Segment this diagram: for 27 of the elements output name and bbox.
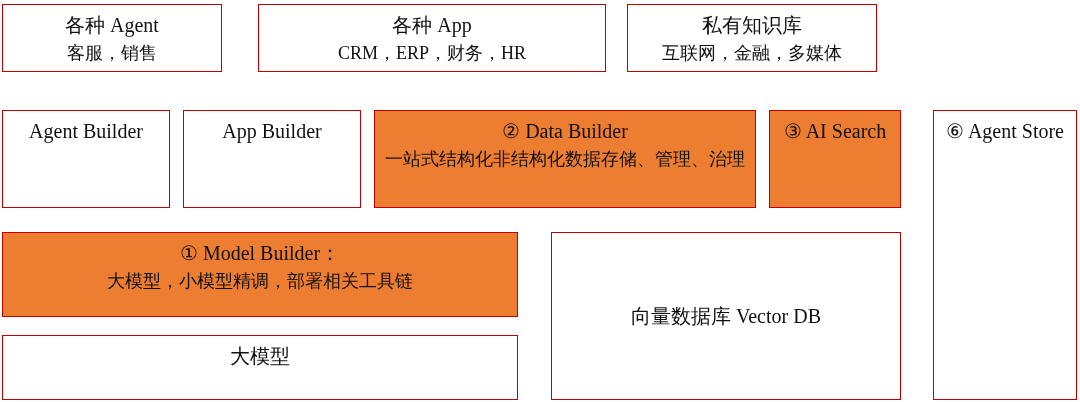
box-title: ⑥ Agent Store [945,119,1065,145]
box-subtitle: 大模型，小模型精调，部署相关工具链 [106,270,414,293]
box-title: Agent Builder [28,119,144,145]
knowledge-base-box [627,4,877,72]
search-box [769,110,901,208]
store-box [933,110,1077,400]
box-title: 向量数据库 Vector DB [630,304,822,329]
box-subtitle: 一站式结构化非结构化数据存储、管理、治理 [384,148,746,171]
agent-layer-box [2,4,222,72]
model-builder-box [2,232,518,317]
box-subtitle: 客服，销售 [66,42,158,65]
box-title: ② Data Builder [501,119,629,144]
box-title: 各种 App [391,13,473,39]
model-layer-box [2,335,518,400]
builder-box [183,110,361,208]
box-subtitle: CRM，ERP，财务，HR [336,42,527,65]
builder-box [374,110,756,208]
builder-box [2,110,170,208]
box-title: ③ AI Search [782,119,888,144]
box-title: 私有知识库 [701,13,803,38]
box-title: App Builder [221,119,323,145]
box-title: ① Model Builder： [178,241,342,266]
vector-db-box [551,232,901,400]
box-title: 各种 Agent [64,13,160,39]
app-layer-box [258,4,606,72]
box-title: 大模型 [229,344,291,369]
box-subtitle: 互联网，金融，多媒体 [661,42,843,65]
